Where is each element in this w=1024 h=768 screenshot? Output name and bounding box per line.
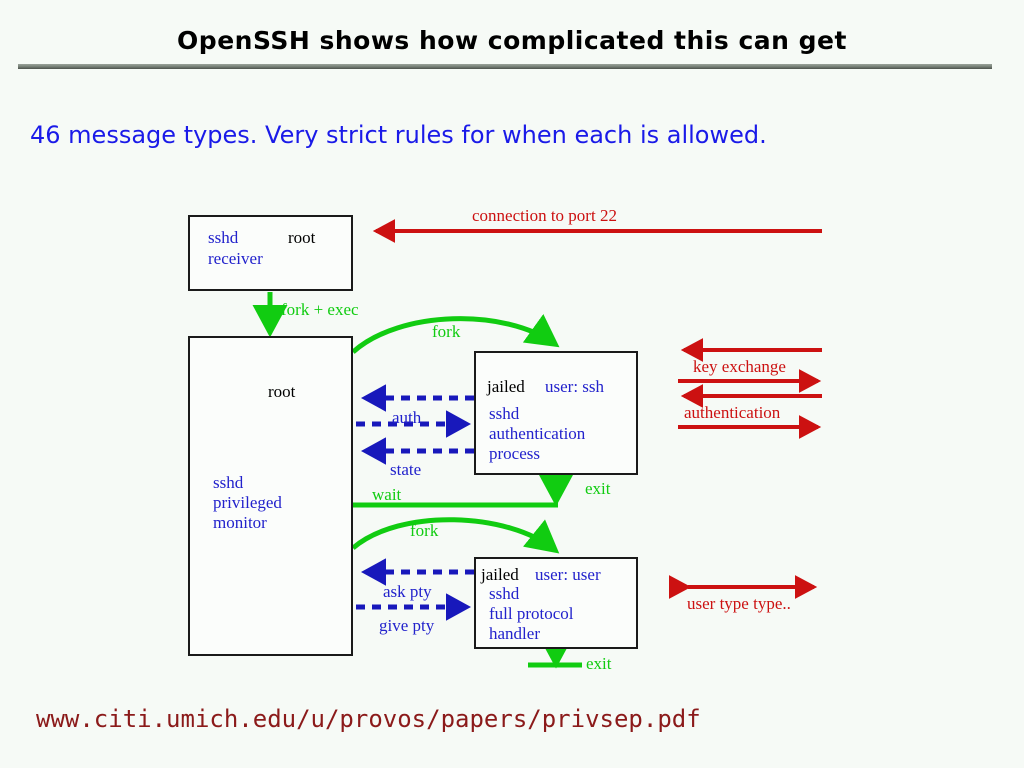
- label-user-type: user type type..: [687, 594, 791, 613]
- receiver-box-user-label: root: [288, 228, 316, 247]
- label-fork-2: fork: [410, 521, 439, 540]
- arrow-exit-2: [528, 635, 582, 669]
- source-url: www.citi.umich.edu/u/provos/papers/privs…: [36, 705, 701, 733]
- label-exit-2: exit: [586, 654, 612, 673]
- receiver-box-line-1: receiver: [208, 249, 263, 268]
- handler-box-line-3: handler: [489, 624, 540, 643]
- monitor-box-line-2: privileged: [213, 493, 282, 512]
- label-exit-1: exit: [585, 479, 611, 498]
- page-title: OpenSSH shows how complicated this can g…: [177, 26, 847, 55]
- label-ask-pty: ask pty: [383, 582, 432, 601]
- auth-box-line-3: process: [489, 444, 540, 463]
- subtitle-text: 46 message types. Very strict rules for …: [30, 121, 767, 149]
- process-box-privileged-monitor[interactable]: [188, 336, 353, 656]
- auth-box-line-1: sshd: [489, 404, 520, 423]
- label-fork-1: fork: [432, 322, 461, 341]
- handler-box-jailed-label: jailed: [481, 565, 519, 584]
- handler-box-line-1: sshd: [489, 584, 520, 603]
- process-box-sshd-receiver[interactable]: [188, 215, 353, 291]
- auth-box-user-label: user: ssh: [545, 377, 605, 396]
- handler-box-user-label: user: user: [535, 565, 601, 584]
- label-auth: auth: [392, 408, 422, 427]
- label-fork-exec: fork + exec: [281, 300, 359, 319]
- monitor-box-line-1: sshd: [213, 473, 244, 492]
- monitor-box-line-3: monitor: [213, 513, 267, 532]
- label-connection-port22: connection to port 22: [472, 206, 617, 225]
- label-state: state: [390, 460, 422, 479]
- process-box-protocol-handler[interactable]: [474, 557, 638, 649]
- arrow-fork-2: [351, 517, 560, 554]
- label-authentication: authentication: [684, 403, 781, 422]
- label-give-pty: give pty: [379, 616, 435, 635]
- process-box-auth-process[interactable]: [474, 351, 638, 475]
- monitor-box-user-label: root: [268, 382, 296, 401]
- handler-box-line-2: full protocol: [489, 604, 574, 623]
- auth-box-line-2: authentication: [489, 424, 586, 443]
- label-wait: wait: [372, 485, 402, 504]
- title-divider: [18, 64, 992, 69]
- receiver-box-sshd-label: sshd: [208, 228, 239, 247]
- auth-box-jailed-label: jailed: [487, 377, 525, 396]
- arrow-fork-1: [351, 314, 560, 354]
- label-key-exchange: key exchange: [693, 357, 786, 376]
